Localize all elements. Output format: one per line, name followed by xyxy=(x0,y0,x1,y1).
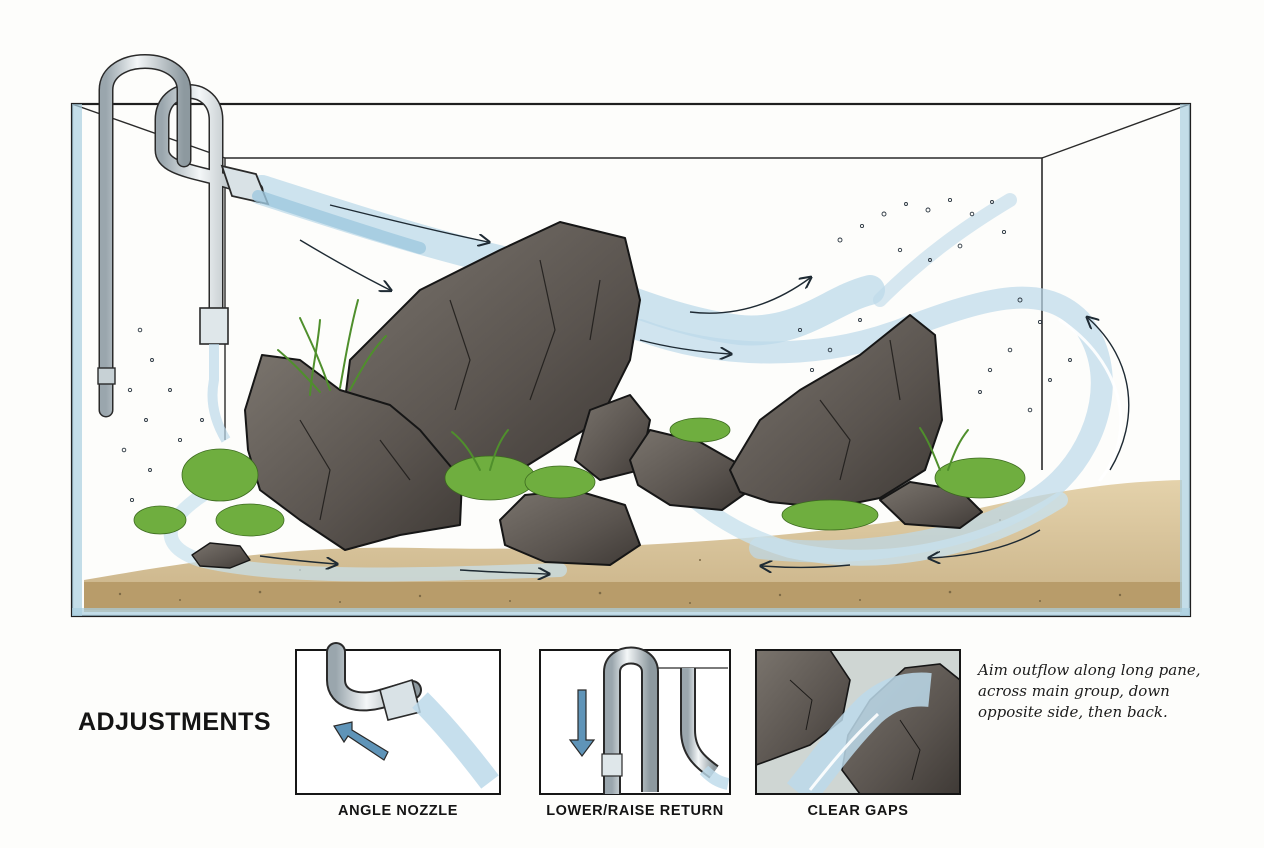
bubbles xyxy=(121,197,1072,512)
lily-pipe-outflow xyxy=(154,84,270,443)
tank-corner-left xyxy=(71,103,226,159)
flow-arrow-3 xyxy=(689,278,810,314)
flow-arrow-1 xyxy=(329,204,488,242)
down-arrow xyxy=(568,689,596,757)
glass-edge-bottom xyxy=(72,608,1190,616)
glass-edge-right xyxy=(1180,104,1190,616)
panel-angle-nozzle xyxy=(295,642,501,795)
flow-arrow-2 xyxy=(299,239,390,290)
panel-label-angle-nozzle: ANGLE NOZZLE xyxy=(338,803,458,819)
panel-lower-raise xyxy=(539,646,731,795)
flow-arrow-4 xyxy=(639,339,730,354)
left-rock xyxy=(244,354,463,551)
substrate-front xyxy=(84,582,1182,610)
panel-label-clear-gaps: CLEAR GAPS xyxy=(807,803,909,819)
glass-edge-left xyxy=(72,104,82,616)
flow-arrow-8 xyxy=(459,570,548,574)
note-line: opposite side, then back. xyxy=(978,703,1168,721)
grass-blades xyxy=(277,299,969,471)
lily-pipe-inflow xyxy=(97,54,192,418)
right-rock xyxy=(729,314,943,509)
flow-note: Aim outflow along long pane, across main… xyxy=(978,660,1218,723)
adjustments-heading: ADJUSTMENTS xyxy=(78,708,272,736)
panel-clear-gaps xyxy=(755,649,961,795)
moss-clumps xyxy=(133,417,1026,537)
pipe-connector xyxy=(199,307,229,345)
flow-arrow-6 xyxy=(930,529,1041,558)
tank-corner-right xyxy=(1041,103,1191,159)
flow-arrow-7 xyxy=(762,565,851,567)
pebble-left xyxy=(191,542,251,569)
panel-label-lower-raise: LOWER/RAISE RETURN xyxy=(546,803,724,819)
rock-cracks xyxy=(299,259,901,521)
flow-arrows xyxy=(259,204,1130,574)
flow-arrow-9 xyxy=(259,555,336,564)
note-line: Aim outflow along long pane, xyxy=(978,661,1201,679)
aquatic-plants xyxy=(133,299,1026,537)
rotate-arrow xyxy=(333,721,389,761)
flow-arrow-5 xyxy=(1088,318,1130,471)
inflow-strainer xyxy=(97,367,116,385)
outflow-stream xyxy=(252,190,426,254)
hardscape-rocks xyxy=(191,221,983,569)
note-line: across main group, down xyxy=(978,682,1170,700)
sand-speckles xyxy=(118,519,1122,604)
